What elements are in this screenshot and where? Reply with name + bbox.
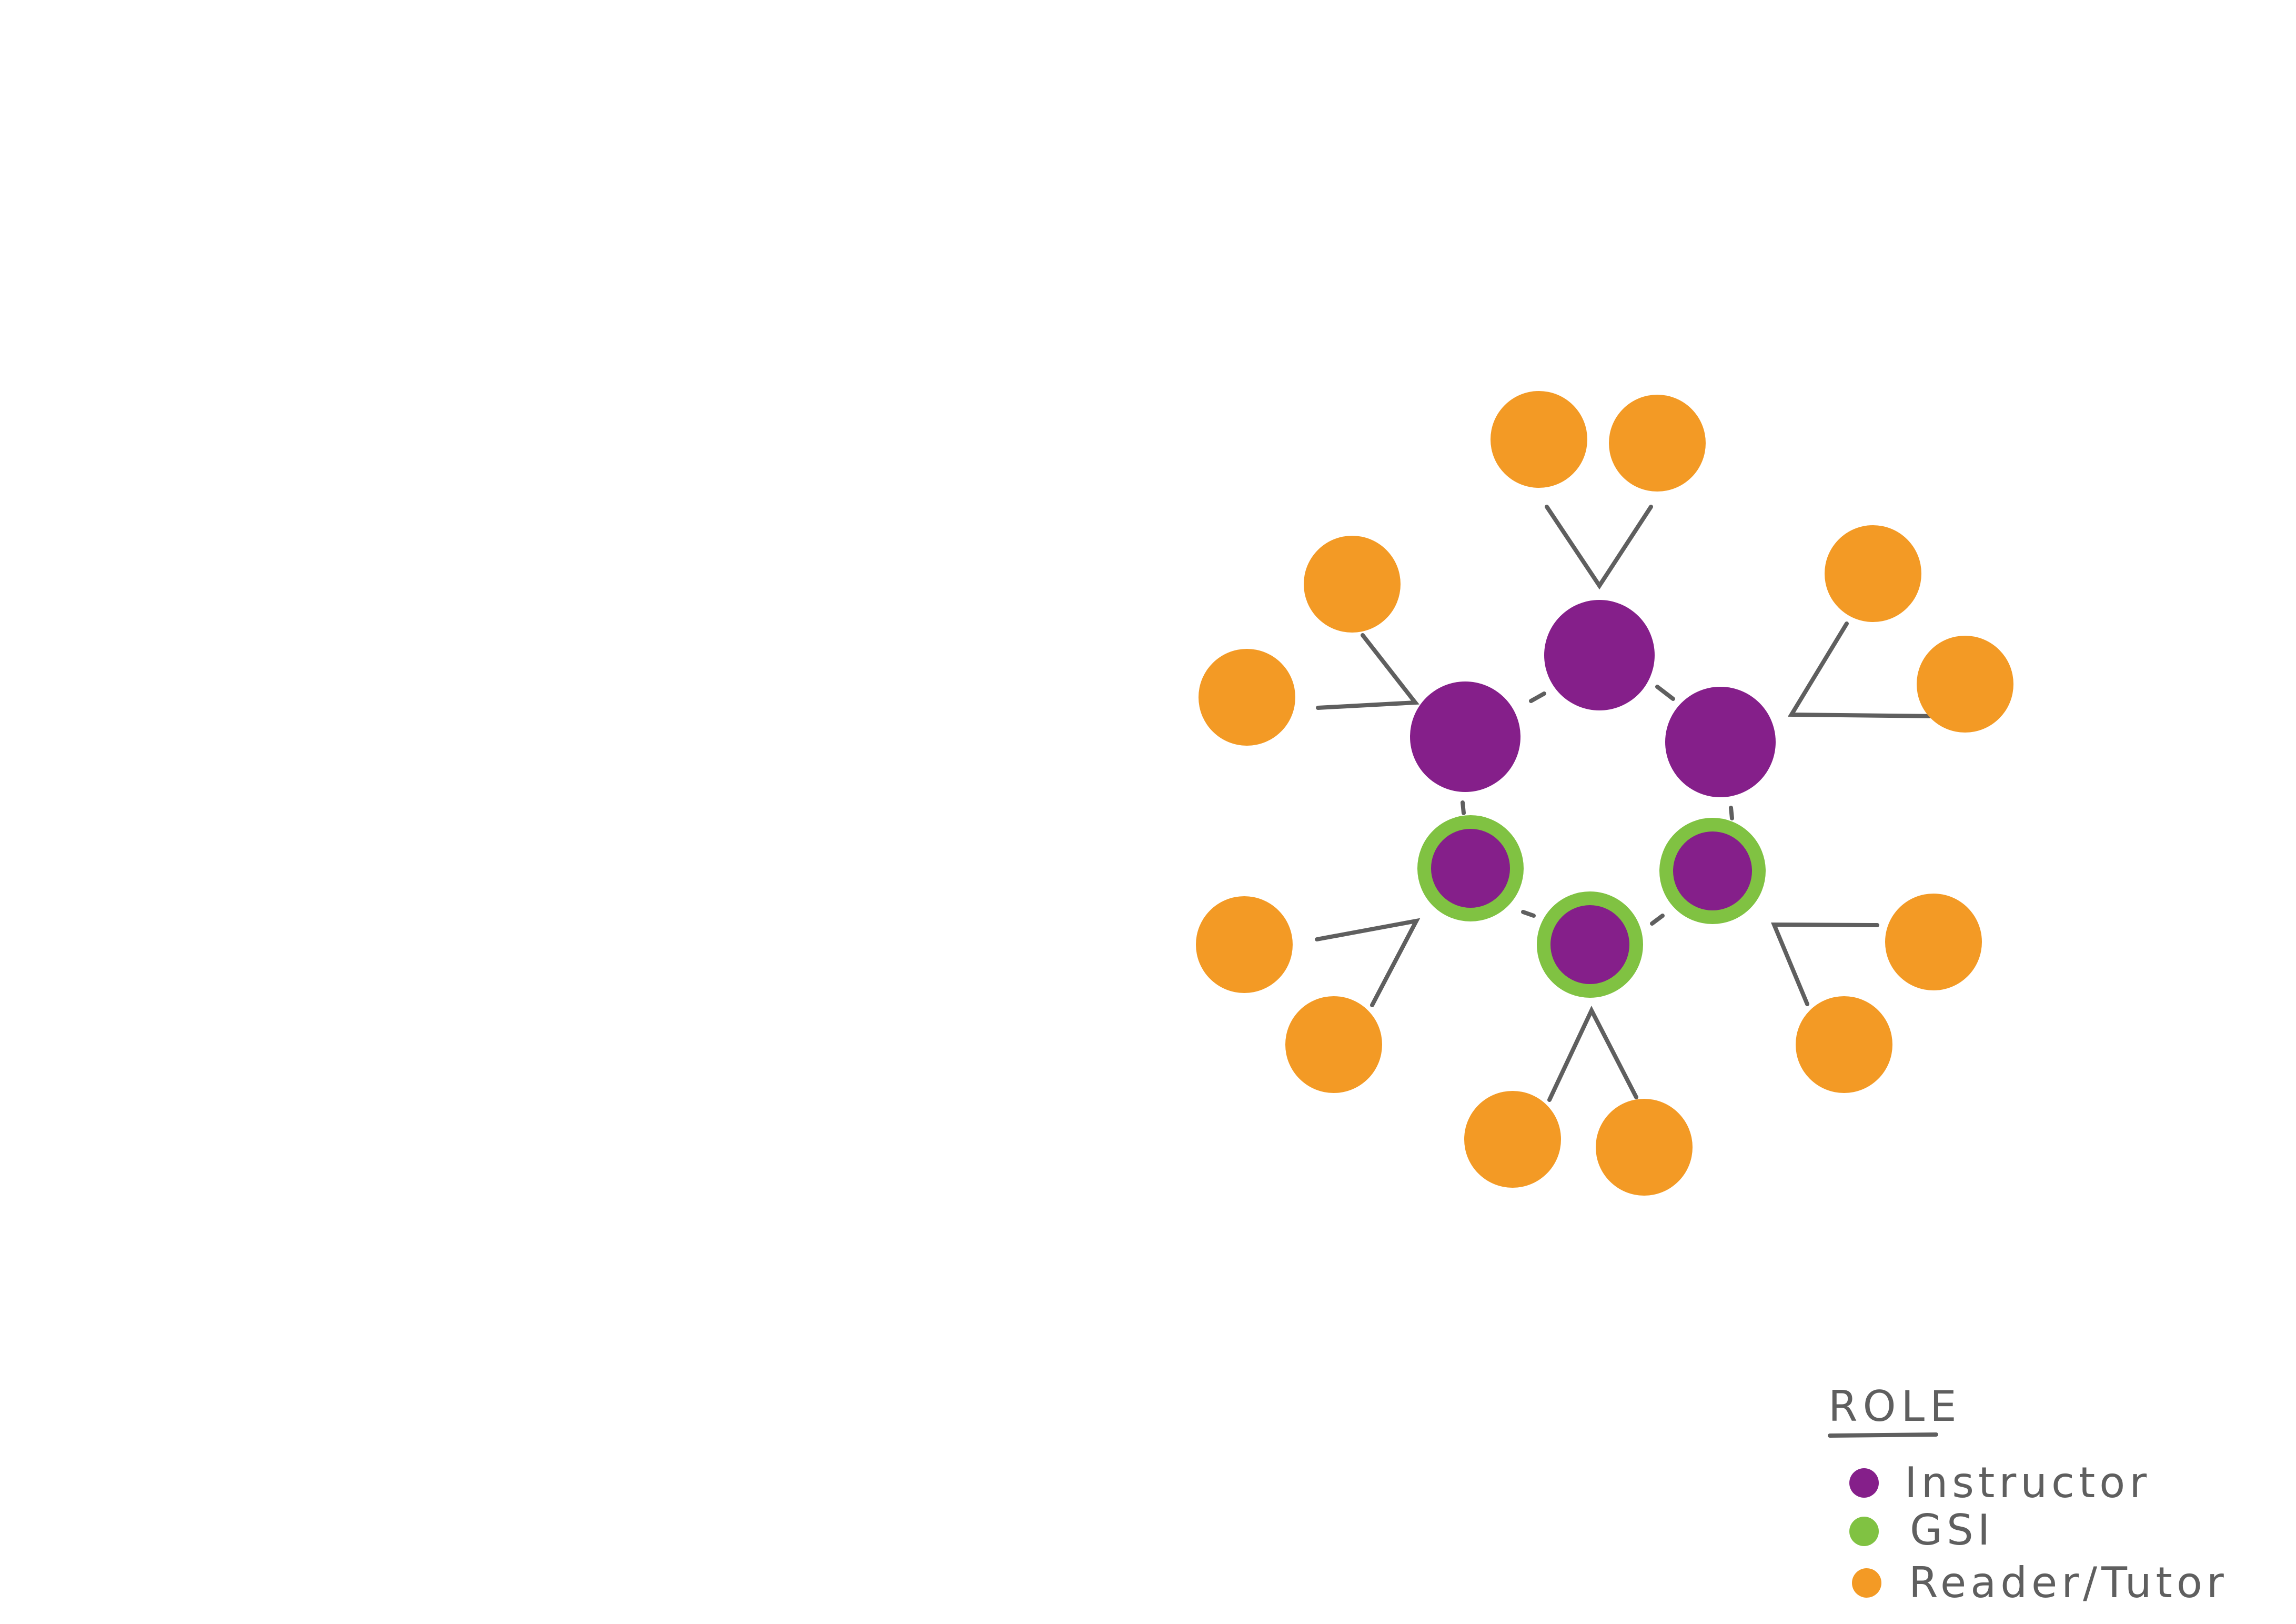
ring-tick bbox=[1655, 685, 1675, 701]
reader-tutor-node bbox=[1285, 996, 1382, 1093]
instructor-node bbox=[1544, 600, 1655, 710]
legend-swatch-gsi bbox=[1849, 1517, 1879, 1546]
ring-tick bbox=[1729, 806, 1734, 820]
reader-tutor-node bbox=[1917, 636, 2013, 733]
ring-tick bbox=[1529, 691, 1546, 703]
ring-tick bbox=[1650, 914, 1665, 926]
reader-tutor-node bbox=[1596, 1099, 1693, 1196]
connector-lower-right bbox=[1770, 922, 1879, 1006]
legend-label-reader-tutor: Reader/Tutor bbox=[1909, 1558, 2228, 1607]
reader-tutor-node bbox=[1304, 536, 1401, 633]
reader-tutor-node bbox=[1199, 649, 1295, 746]
instructor-node bbox=[1410, 681, 1520, 792]
instructor-node bbox=[1665, 687, 1776, 797]
gsi-instructor-node bbox=[1537, 891, 1643, 998]
legend-swatch-instructor bbox=[1849, 1468, 1879, 1498]
connector-top bbox=[1545, 505, 1653, 590]
legend-label-instructor: Instructor bbox=[1905, 1458, 2151, 1507]
legend: ROLE Instructor GSI Reader/Tutor bbox=[1828, 1382, 2228, 1607]
legend-label-gsi: GSI bbox=[1910, 1506, 1994, 1555]
reader-tutor-node bbox=[1796, 996, 1892, 1093]
connector-lines bbox=[1315, 505, 1941, 1102]
ring-tick bbox=[1461, 800, 1466, 815]
gsi-instructor-node bbox=[1417, 815, 1524, 921]
reader-tutor-node bbox=[1491, 391, 1587, 488]
reader-tutor-node bbox=[1609, 395, 1706, 492]
gsi-instructor-node bbox=[1659, 818, 1766, 924]
reader-tutor-node bbox=[1825, 525, 1921, 622]
legend-underline bbox=[1828, 1432, 1938, 1438]
legend-swatch-reader-tutor bbox=[1852, 1568, 1881, 1598]
ring-tick bbox=[1521, 910, 1536, 918]
reader-tutor-node bbox=[1464, 1091, 1561, 1188]
role-nodes bbox=[1196, 391, 2013, 1196]
reader-tutor-node bbox=[1196, 896, 1293, 993]
legend-title: ROLE bbox=[1828, 1382, 1962, 1431]
connector-lower-left bbox=[1315, 918, 1421, 1007]
connector-upper-left bbox=[1316, 633, 1419, 710]
connector-upper-right bbox=[1787, 621, 1941, 718]
reader-tutor-node bbox=[1885, 894, 1982, 990]
connector-bottom bbox=[1547, 1005, 1638, 1102]
